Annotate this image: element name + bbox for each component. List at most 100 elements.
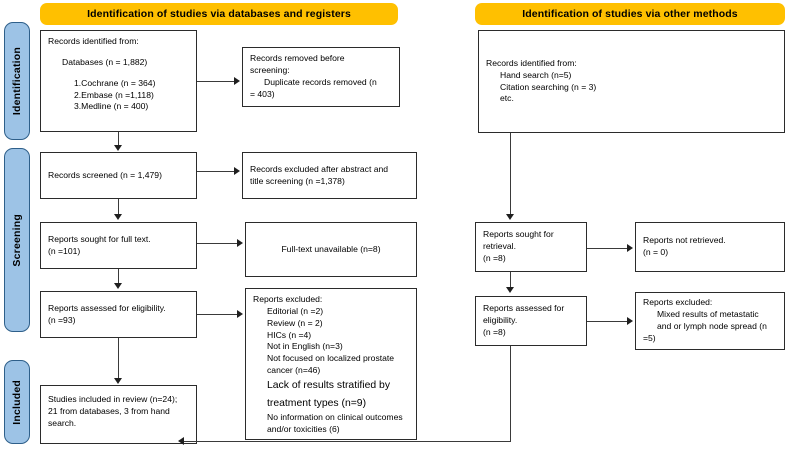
studies-included-line-1: Studies included in review (n=24);	[48, 394, 178, 404]
arrowhead-sought-to-not-retrieved	[627, 244, 633, 252]
studies-included-line-3: search.	[48, 417, 77, 428]
reports-excluded-reason-2: Review (n = 2)	[267, 317, 323, 328]
header-databases-registers: Identification of studies via databases …	[40, 3, 398, 25]
other-reports-sought-line-3: (n =8)	[483, 252, 506, 263]
box-reports-sought-full-text: Reports sought for full text. (n =101)	[40, 222, 197, 269]
phase-label-screening-text: Screening	[11, 213, 23, 267]
fulltext-unavailable-line-1: Full-text unavailable (n=8)	[281, 243, 381, 254]
reports-excluded-reason-7: No information on clinical outcomes	[267, 412, 403, 423]
connector-sought-to-not-retrieved	[587, 248, 628, 249]
box-reports-assessed-eligibility: Reports assessed for eligibility. (n =93…	[40, 291, 197, 338]
box-reports-not-retrieved: Reports not retrieved. (n = 0)	[635, 222, 785, 272]
phase-label-identification-text: Identification	[11, 46, 23, 116]
reports-excluded-reason-6: cancer (n=46)	[267, 365, 321, 376]
records-excluded-screening-line-1: Records excluded after abstract and	[250, 163, 389, 174]
box-reports-excluded-other: Reports excluded: Mixed results of metas…	[635, 292, 785, 350]
reports-excluded-reason-1: Editorial (n =2)	[267, 305, 324, 316]
other-records-identified-source-2: Citation searching (n = 3)	[500, 81, 597, 92]
connector-other-identified-to-sought	[510, 133, 511, 214]
header-other-methods: Identification of studies via other meth…	[475, 3, 785, 25]
connector-other-assessed-down	[510, 346, 511, 441]
reports-excluded-reason-8: and/or toxicities (6)	[267, 424, 340, 435]
arrowhead-screened-to-sought	[114, 214, 122, 220]
header-other-methods-text: Identification of studies via other meth…	[522, 8, 738, 20]
records-identified-source-2: 2.Embase (n =1,118)	[74, 89, 154, 100]
other-records-identified-source-1: Hand search (n=5)	[500, 69, 572, 80]
reports-sought-line-1: Reports sought for full text.	[48, 233, 151, 244]
records-removed-line-4: = 403)	[250, 88, 275, 99]
other-reports-sought-line-2: retrieval.	[483, 241, 516, 252]
other-reports-excluded-reason-2: and or lymph node spread (n	[657, 321, 767, 331]
reports-excluded-reason-4: Not in English (n=3)	[267, 341, 343, 352]
arrowhead-identified-to-removed	[234, 77, 240, 85]
reports-not-retrieved-line-1: Reports not retrieved.	[643, 235, 726, 246]
arrowhead-assessed-to-excluded	[237, 310, 243, 318]
connector-other-assessed-to-excluded	[587, 321, 628, 322]
phase-label-included-text: Included	[11, 379, 23, 425]
other-records-identified-source-3: etc.	[500, 93, 514, 104]
studies-included-line-2: 21 from databases, 3 from hand	[48, 405, 170, 416]
header-databases-registers-text: Identification of studies via databases …	[87, 8, 351, 20]
box-records-excluded-screening: Records excluded after abstract and titl…	[242, 152, 417, 199]
arrowhead-other-assessed-to-excluded	[627, 317, 633, 325]
other-reports-excluded-reason-1: Mixed results of metastatic	[657, 309, 759, 320]
other-reports-assessed-line-3: (n =8)	[483, 326, 506, 337]
box-records-identified-databases: Records identified from: Databases (n = …	[40, 30, 197, 132]
connector-screened-to-sought	[118, 199, 119, 214]
connector-sought-to-fulltext	[197, 243, 238, 244]
connector-sought-to-assessed	[118, 269, 119, 283]
arrowhead-sought-to-fulltext	[237, 239, 243, 247]
connector-other-sought-to-assessed	[510, 272, 511, 287]
other-reports-assessed-line-2: eligibility.	[483, 315, 518, 326]
arrowhead-screened-to-excluded	[234, 167, 240, 175]
arrowhead-assessed-to-included	[114, 378, 122, 384]
arrowhead-other-assessed-to-included	[178, 437, 184, 445]
box-fulltext-unavailable: Full-text unavailable (n=8)	[245, 222, 417, 277]
connector-assessed-to-included	[118, 338, 119, 378]
reports-assessed-line-1: Reports assessed for eligibility.	[48, 302, 166, 313]
phase-label-included: Included	[4, 360, 30, 444]
box-reports-assessed-eligibility-other: Reports assessed for eligibility. (n =8)	[475, 296, 587, 346]
other-records-identified-title: Records identified from:	[486, 57, 577, 68]
arrowhead-identified-to-screened	[114, 145, 122, 151]
other-reports-excluded-reason-3: =5)	[643, 332, 656, 343]
other-reports-sought-line-1: Reports sought for	[483, 229, 554, 240]
connector-assessed-to-excluded	[197, 314, 238, 315]
records-removed-line-1: Records removed before	[250, 53, 345, 63]
reports-assessed-line-2: (n =93)	[48, 314, 76, 325]
records-removed-line-3: Duplicate records removed (n	[264, 76, 377, 87]
connector-other-assessed-to-included	[183, 441, 511, 442]
box-studies-included: Studies included in review (n=24); 21 fr…	[40, 385, 197, 444]
spacer	[48, 69, 189, 78]
reports-excluded-title: Reports excluded:	[253, 294, 323, 304]
box-records-identified-other-methods: Records identified from: Hand search (n=…	[478, 30, 785, 133]
connector-screened-to-excluded	[197, 171, 235, 172]
reports-excluded-reason-5: Not focused on localized prostate	[267, 353, 395, 364]
reports-excluded-big-reason-line-2: treatment types (n=9)	[267, 397, 367, 409]
arrowhead-other-sought-to-assessed	[506, 287, 514, 293]
connector-identified-to-screened	[118, 132, 119, 146]
records-identified-source-3: 3.Medline (n = 400)	[74, 101, 149, 112]
records-identified-title: Records identified from:	[48, 36, 139, 46]
reports-excluded-big-reason-line-1: Lack of results stratified by	[267, 380, 391, 392]
records-identified-source-1: 1.Cochrane (n = 364)	[74, 77, 156, 88]
box-reports-sought-retrieval: Reports sought for retrieval. (n =8)	[475, 222, 587, 272]
phase-label-screening: Screening	[4, 148, 30, 332]
arrowhead-sought-to-assessed	[114, 283, 122, 289]
reports-excluded-reason-3: HICs (n =4)	[267, 329, 312, 340]
records-removed-line-2: screening:	[250, 64, 290, 75]
other-reports-assessed-line-1: Reports assessed for	[483, 303, 565, 314]
arrowhead-other-identified-to-sought	[506, 214, 514, 220]
phase-label-identification: Identification	[4, 22, 30, 140]
records-identified-databases-line: Databases (n = 1,882)	[62, 56, 148, 67]
reports-not-retrieved-line-2: (n = 0)	[643, 247, 669, 257]
box-records-removed-before-screening: Records removed before screening: Duplic…	[242, 47, 400, 107]
records-excluded-screening-line-2: title screening (n =1,378)	[250, 175, 345, 186]
connector-identified-to-removed	[197, 81, 235, 82]
other-reports-excluded-title: Reports excluded:	[643, 297, 713, 308]
reports-sought-line-2: (n =101)	[48, 245, 81, 256]
spacer	[48, 48, 189, 57]
box-reports-excluded-databases: Reports excluded: Editorial (n =2) Revie…	[245, 288, 417, 440]
box-records-screened: Records screened (n = 1,479)	[40, 152, 197, 199]
